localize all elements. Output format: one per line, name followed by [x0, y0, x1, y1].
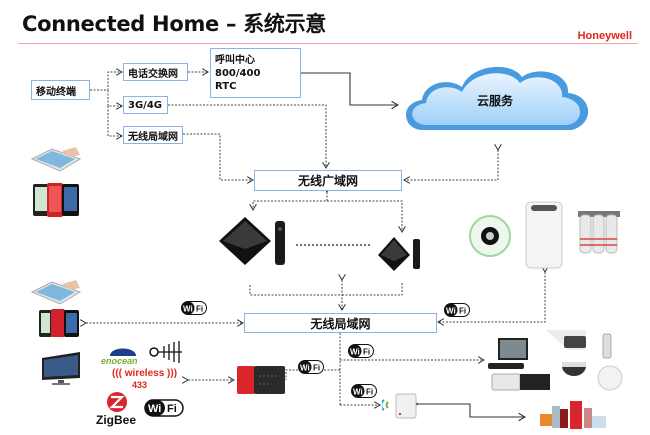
- link-stb1-lan: [249, 285, 342, 296]
- smart-tv-icon: [42, 352, 80, 385]
- link-mobile-wlan: [107, 106, 122, 136]
- water-filter-icon: [578, 211, 620, 254]
- wifi-badge-icon: Wi Fi: [298, 360, 324, 374]
- svg-text:Fi: Fi: [313, 364, 320, 373]
- wifi-badge-icon: Wi Fi: [444, 303, 470, 317]
- page-title: Connected Home – 系统示意: [22, 12, 327, 36]
- enocean-label: enocean: [101, 356, 138, 366]
- svg-text:Wi: Wi: [300, 364, 310, 373]
- wireless-text: wireless: [124, 368, 165, 379]
- cloud-service-label: 云服务: [477, 94, 514, 108]
- svg-text:Fi: Fi: [366, 388, 373, 397]
- svg-text:Fi: Fi: [459, 307, 466, 316]
- smartphones-icon-2: [39, 309, 79, 337]
- svg-text:Fi: Fi: [167, 403, 177, 415]
- cellular-node: 3G/4G: [123, 96, 168, 114]
- svg-text:Wi: Wi: [350, 348, 360, 357]
- link-wan-stb2: [327, 200, 402, 232]
- svg-text:Wi: Wi: [183, 305, 193, 314]
- zigbee-label: ZigBee: [96, 413, 137, 427]
- tablet-icon-2: [30, 280, 82, 305]
- zigbee-logo-icon: [107, 392, 127, 412]
- link-mobile-phone: [90, 72, 122, 90]
- wireless-433-label: 433: [132, 380, 148, 390]
- lan-node: 无线局域网: [244, 313, 437, 333]
- air-purifier-icon: [525, 201, 563, 269]
- call-center-rtc: RTC: [215, 80, 237, 92]
- wifi-badge-icon: Wi Fi: [351, 384, 377, 398]
- smartphones-icon: [33, 183, 79, 217]
- header-divider: [18, 43, 638, 44]
- svg-text:Fi: Fi: [363, 348, 370, 357]
- wlan-node: 无线局域网: [123, 126, 183, 144]
- home-appliances-icon: [540, 401, 606, 429]
- wireless-label: ((( wireless ))): [112, 368, 178, 379]
- enocean-logo-icon: [110, 348, 136, 356]
- call-center-label: 呼叫中心: [215, 54, 255, 66]
- smart-plug-icon: [382, 393, 417, 419]
- link-wan-stb1: [253, 192, 327, 210]
- cloud-icon: [406, 66, 589, 130]
- link-wlan-wan: [183, 134, 253, 180]
- link-appliances-lan: [438, 272, 545, 322]
- svg-text:Wi: Wi: [148, 403, 161, 415]
- link-callcenter-cloud: [301, 73, 398, 105]
- set-top-box-small-icon: [378, 237, 420, 271]
- antenna-icon: [149, 341, 182, 363]
- wifi-badge-icon: Wi Fi: [181, 301, 207, 315]
- phone-switch-node: 电话交换网: [123, 63, 188, 81]
- call-center-number: 800/400: [215, 67, 261, 79]
- link-stb2-lan: [342, 282, 403, 296]
- set-top-box-large-icon: [219, 217, 285, 265]
- mobile-terminal-node: 移动终端: [31, 80, 90, 100]
- thermostat-icon: [469, 215, 511, 257]
- security-devices-icon: [488, 330, 623, 391]
- honeywell-gateway-icon: [237, 366, 285, 394]
- honeywell-logo: Honeywell: [577, 30, 632, 42]
- link-3g-wan: [168, 105, 326, 168]
- wifi-logo-icon: Wi Fi: [144, 399, 184, 417]
- svg-text:Wi: Wi: [353, 388, 363, 397]
- link-cloud-wan: [404, 150, 498, 180]
- svg-text:Wi: Wi: [446, 307, 456, 316]
- wan-node: 无线广域网: [254, 170, 402, 191]
- link-mobile-3g: [107, 90, 122, 106]
- tablet-icon: [30, 147, 82, 172]
- link-plug-appliances: [418, 404, 525, 417]
- call-center-node: 呼叫中心 800/400 RTC: [210, 48, 301, 98]
- svg-text:Fi: Fi: [196, 305, 203, 314]
- wifi-badge-icon: Wi Fi: [348, 344, 374, 358]
